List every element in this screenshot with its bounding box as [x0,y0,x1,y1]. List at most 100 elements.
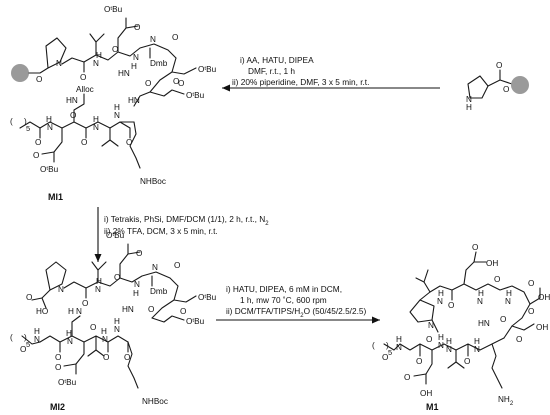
h-label: H [93,115,99,124]
o-label: O [33,151,39,160]
hn-label: HN [478,319,490,328]
oh-label: OH [420,389,432,398]
h-label: H [438,289,444,298]
o-label: O [20,345,26,354]
h-label: H [478,289,484,298]
n-label: N [133,53,139,62]
step2-line2: ii) 2% TFA, DCM, 3 x 5 min, r.t. [104,226,218,236]
otbu-label: OᵗBu [198,293,217,302]
o-label: O [494,275,500,284]
oh-label: OH [536,323,548,332]
n-label: N [114,111,120,120]
alloc-label: Alloc [76,85,94,94]
o-label: O [448,301,454,310]
n-label: N [93,123,99,132]
h-label: H [506,289,512,298]
o-label: O [103,353,109,362]
step3-line3: ii) DCM/TFA/TIPS/H2O (50/45/2.5/2.5) [226,306,367,319]
n5-label: 5 [26,124,30,133]
structure-pro-resin: H N O O [466,61,529,112]
step1-line3: ii) 20% piperidine, DMF, 3 x 5 min, r.t. [232,77,369,87]
o-label: O [528,307,534,316]
o-label: O [426,335,432,344]
arrow-head [222,84,230,92]
oh-label: OH [486,259,498,268]
n-label: N [150,35,156,44]
h-label: H [101,327,107,336]
n-label: N [34,335,40,344]
o-label: O [70,111,76,120]
o-label: O [464,357,470,366]
o-label: O [382,353,388,362]
o-label: O [416,357,422,366]
step1-line1: i) AA, HATU, DIPEA [240,55,314,65]
n-label: N [93,59,99,68]
o-label: O [26,293,32,302]
h-label: H [66,329,72,338]
hn-label: HN [118,69,130,78]
ho-label: HO [36,307,48,316]
compound-label-m1: M1 [426,402,439,412]
h-label: H [474,337,480,346]
step3-line1: i) HATU, DIPEA, 6 mM in DCM, [226,284,342,294]
n-label: N [67,337,73,346]
o-label: O [134,23,140,32]
o-label: O [528,279,534,288]
n-label: N [47,123,53,132]
h-label: H [446,337,452,346]
nhboc-label: NHBoc [140,177,166,186]
n5-label: 5 [388,348,392,357]
h-label: H [68,307,74,316]
n-label: N [102,335,108,344]
o-label: O [55,353,61,362]
h-label: H [466,103,472,112]
compound-label-mi2: MI2 [50,402,65,412]
structure-mi2: ( ) 5 H N O O O O H N O H N H N N H NHBo… [10,231,217,406]
n-label: N [134,280,140,289]
compound-label-mi1: MI1 [48,192,63,202]
oh-label: OH [538,293,550,302]
o-label: O [90,323,96,332]
o-label: O [114,273,120,282]
paren-right: ) [24,333,27,342]
resin-bead [511,76,529,94]
n-label: N [396,343,402,352]
n-label: N [477,297,483,306]
o-label: O [180,307,186,316]
h-label: H [114,103,120,112]
otbu-label: OᵗBu [104,5,123,14]
o-label: O [136,249,142,258]
n-label: N [446,345,452,354]
o-label: O [496,61,502,70]
nh2-label: NH2 [498,395,514,407]
n-label: N [505,297,511,306]
dmb-label: Dmb [150,287,168,296]
o-label: O [516,335,522,344]
o-label: O [174,261,180,270]
h-label: H [438,333,444,342]
step1-line2: DMF, r.t., 1 h [248,66,295,76]
structure-mi1: N O O H N O O OᵗBu N H N Dmb O OᵗBu O HN… [10,5,217,186]
n-label: N [474,345,480,354]
o-label: O [80,73,86,82]
arrow-head [94,254,102,262]
arrow-head [372,316,380,324]
o-label: O [126,138,132,147]
o-label: O [82,299,88,308]
o-label: O [173,77,179,86]
otbu-label: OᵗBu [58,378,77,387]
otbu-label: OᵗBu [106,231,125,240]
o-label: O [55,363,61,372]
o-label: O [124,353,130,362]
resin-bead [11,64,29,82]
o-label: O [472,243,478,252]
otbu-label: OᵗBu [186,91,205,100]
hn-label: HN [66,96,78,105]
n-label: N [56,59,62,68]
step2-line1: i) Tetrakis, PhSi, DMF/DCM (1/1), 2 h, r… [104,214,269,227]
n-label: N [152,263,158,272]
nh-label: H [96,51,102,60]
hn-label: HN [128,96,140,105]
o-label: O [112,45,118,54]
